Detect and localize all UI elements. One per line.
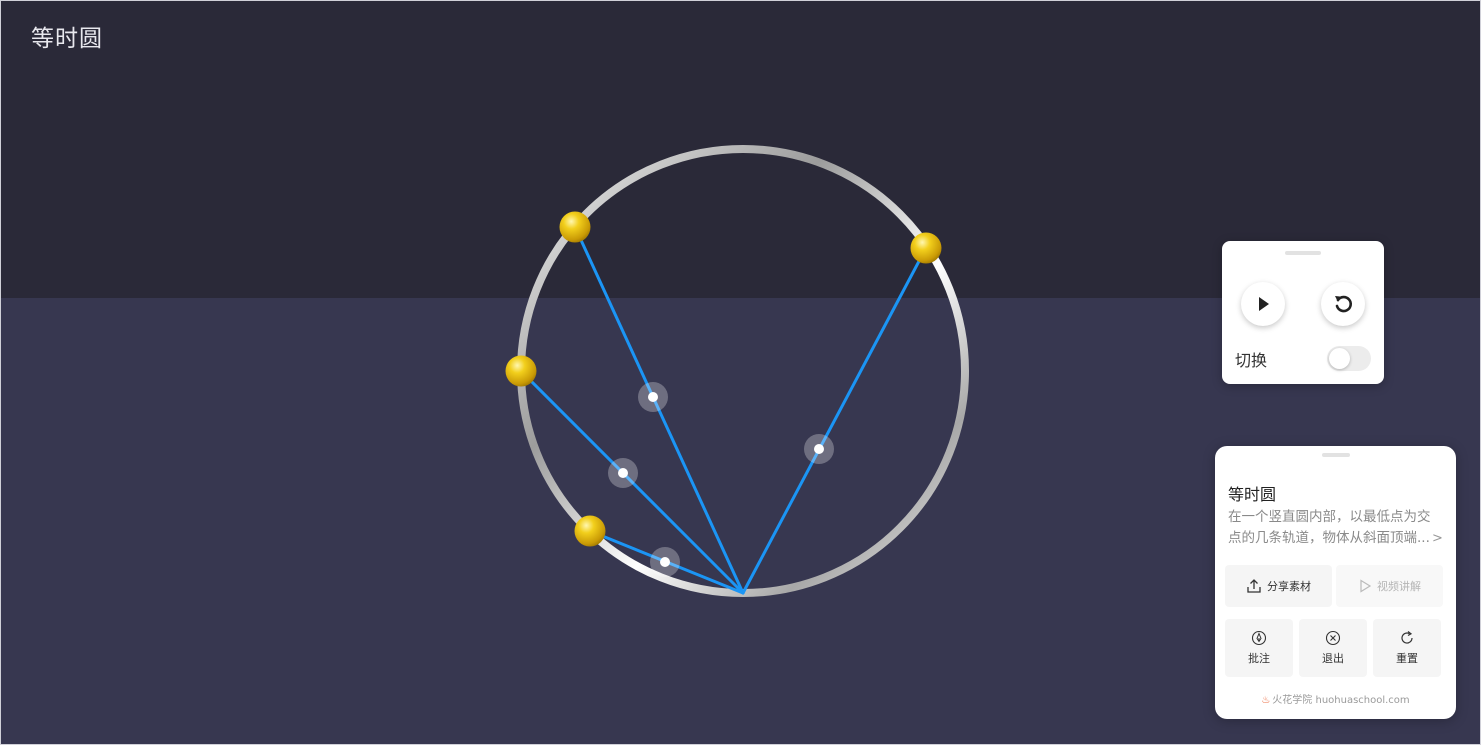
card-drag-handle[interactable] [1322,453,1350,457]
card-description[interactable]: 在一个竖直圆内部，以最低点为交 点的几条轨道，物体从斜面顶端... [1228,507,1442,549]
exit-button[interactable]: 退出 [1299,619,1367,677]
marker-1 [638,382,668,412]
ball-2[interactable] [505,355,537,387]
play-icon [1259,297,1269,311]
pen-icon [1251,630,1267,646]
video-label: 视频讲解 [1377,580,1421,593]
footer-text: 火花学院 huohuaschool.com [1272,695,1410,706]
reset-label: 重置 [1396,652,1418,665]
marker-4 [804,434,834,464]
track-4 [741,246,928,595]
upload-icon [1247,579,1261,593]
toggle-knob [1329,348,1350,369]
exit-label: 退出 [1322,652,1344,665]
ball-3[interactable] [574,515,606,547]
play-outline-icon [1360,579,1372,593]
marker-3 [650,547,680,577]
track-1 [573,225,745,595]
refresh-icon [1401,631,1413,644]
card-title: 等时圆 [1228,485,1277,504]
marker-2 [608,458,638,488]
track-2 [519,369,745,595]
ball-4[interactable] [910,232,942,264]
moving-markers [608,382,834,577]
toggle-label: 切换 [1235,351,1268,370]
control-panel: 切换 [1222,241,1384,384]
annotate-button[interactable]: 批注 [1225,619,1293,677]
draggable-balls[interactable] [505,211,942,547]
annotate-label: 批注 [1248,652,1270,665]
ball-1[interactable] [559,211,591,243]
footer-brand: ♨火花学院 huohuaschool.com [1215,691,1456,706]
replay-button[interactable] [1321,282,1365,326]
description-line-1: 在一个竖直圆内部，以最低点为交 [1228,509,1431,525]
description-line-2: 点的几条轨道，物体从斜面顶端... [1228,530,1430,546]
reset-button[interactable]: 重置 [1373,619,1441,677]
info-card: 等时圆 在一个竖直圆内部，以最低点为交 点的几条轨道，物体从斜面顶端... > … [1215,446,1456,719]
share-material-button[interactable]: 分享素材 [1225,565,1332,607]
page-title: 等时圆 [31,26,103,52]
video-explain-button[interactable]: 视频讲解 [1336,565,1443,607]
fire-logo-icon: ♨ [1261,695,1271,706]
share-label: 分享素材 [1267,580,1311,593]
play-button[interactable] [1241,282,1285,326]
replay-icon [1335,295,1352,313]
switch-toggle[interactable] [1327,346,1371,371]
close-circle-icon [1325,630,1341,646]
chevron-right-icon[interactable]: > [1432,531,1443,546]
panel-drag-handle[interactable] [1285,251,1321,255]
